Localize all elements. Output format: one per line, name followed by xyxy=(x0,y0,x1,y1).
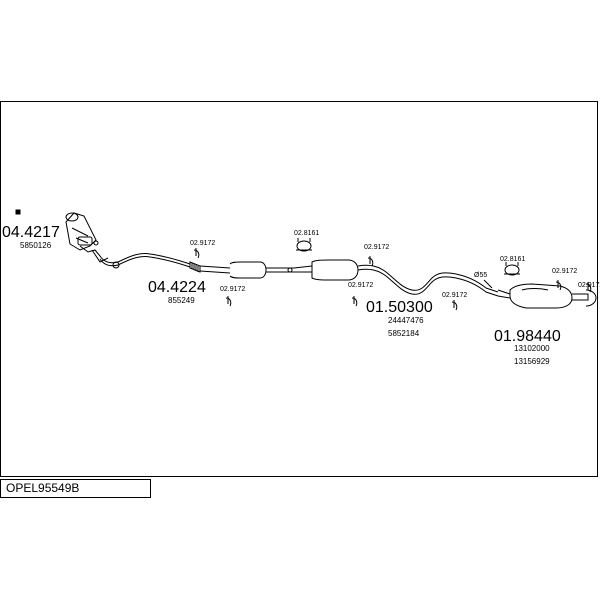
hanger-1 xyxy=(296,238,312,252)
diagram-title: OPEL95549B xyxy=(0,479,151,498)
clamp-label-1: 02.9172 xyxy=(190,240,216,247)
hanger-label-1: 02.8161 xyxy=(294,230,320,237)
clamp-3 xyxy=(367,256,374,267)
catalytic-converter xyxy=(65,212,101,257)
clamp-2 xyxy=(225,296,232,307)
front-pipe xyxy=(91,249,191,269)
clamp-label-3: 02.9172 xyxy=(364,244,390,251)
part-code-1: 04.4217 xyxy=(2,224,60,241)
marker-square xyxy=(15,209,21,215)
part-ref-4b: 13156929 xyxy=(514,357,550,366)
diameter-arrow xyxy=(483,279,493,289)
diagram-frame xyxy=(0,101,598,477)
part-ref-4a: 13102000 xyxy=(514,344,550,353)
part-code-3: 01.50300 xyxy=(366,299,433,316)
flex-pipe xyxy=(189,261,201,273)
clamp-label-5: 02.9172 xyxy=(442,292,468,299)
clamp-label-6: 02.9172 xyxy=(552,268,578,275)
clamp-label-4: 02.9172 xyxy=(348,282,374,289)
part-ref-3b: 5852184 xyxy=(388,329,420,338)
hanger-label-2: 02.8161 xyxy=(500,256,526,263)
part-ref-3a: 24447476 xyxy=(388,316,424,325)
clamp-6 xyxy=(555,280,562,291)
hanger-2 xyxy=(504,262,520,276)
clamp-1 xyxy=(193,248,200,259)
part-ref-1: 5850126 xyxy=(20,241,52,250)
centre-resonator xyxy=(229,261,294,279)
clamp-5 xyxy=(451,300,458,311)
clamp-7 xyxy=(585,282,592,293)
clamp-4 xyxy=(351,296,358,307)
part-code-4: 01.98440 xyxy=(494,328,561,345)
clamp-label-2: 02.9172 xyxy=(220,286,246,293)
part-code-2: 04.4224 xyxy=(148,279,206,296)
part-ref-2: 855249 xyxy=(168,296,195,305)
middle-silencer xyxy=(293,259,499,297)
diameter-label: Ø55 xyxy=(474,272,488,279)
clamp-label-7: 02.9172 xyxy=(578,282,600,289)
